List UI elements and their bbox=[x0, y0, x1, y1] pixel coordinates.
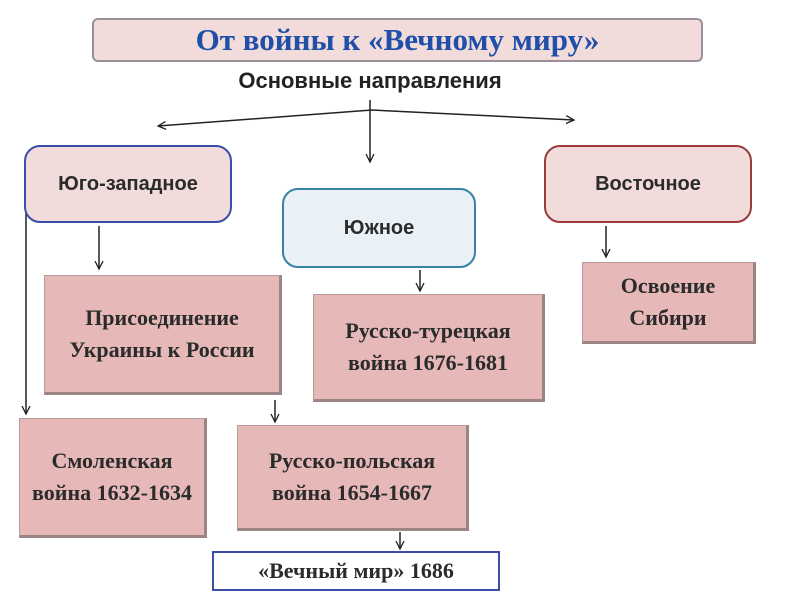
page-title: От войны к «Вечному миру» bbox=[92, 18, 703, 62]
event-eternal-peace: «Вечный мир» 1686 bbox=[212, 551, 500, 591]
event-russo-turkish-war: Русско-турецкая война 1676-1681 bbox=[313, 294, 545, 402]
direction-southwest: Юго-западное bbox=[24, 145, 232, 223]
arrow-to-southwest bbox=[158, 109, 373, 126]
event-ukraine-annexation: Присоединение Украины к России bbox=[44, 275, 282, 395]
direction-east: Восточное bbox=[544, 145, 752, 223]
event-siberia-development: Освоение Сибири bbox=[582, 262, 756, 344]
direction-south: Южное bbox=[282, 188, 476, 268]
arrow-to-east bbox=[371, 109, 574, 120]
event-russo-polish-war: Русско-польская война 1654-1667 bbox=[237, 425, 469, 531]
subtitle: Основные направления bbox=[238, 68, 502, 93]
event-smolensk-war: Смоленская война 1632-1634 bbox=[19, 418, 207, 538]
